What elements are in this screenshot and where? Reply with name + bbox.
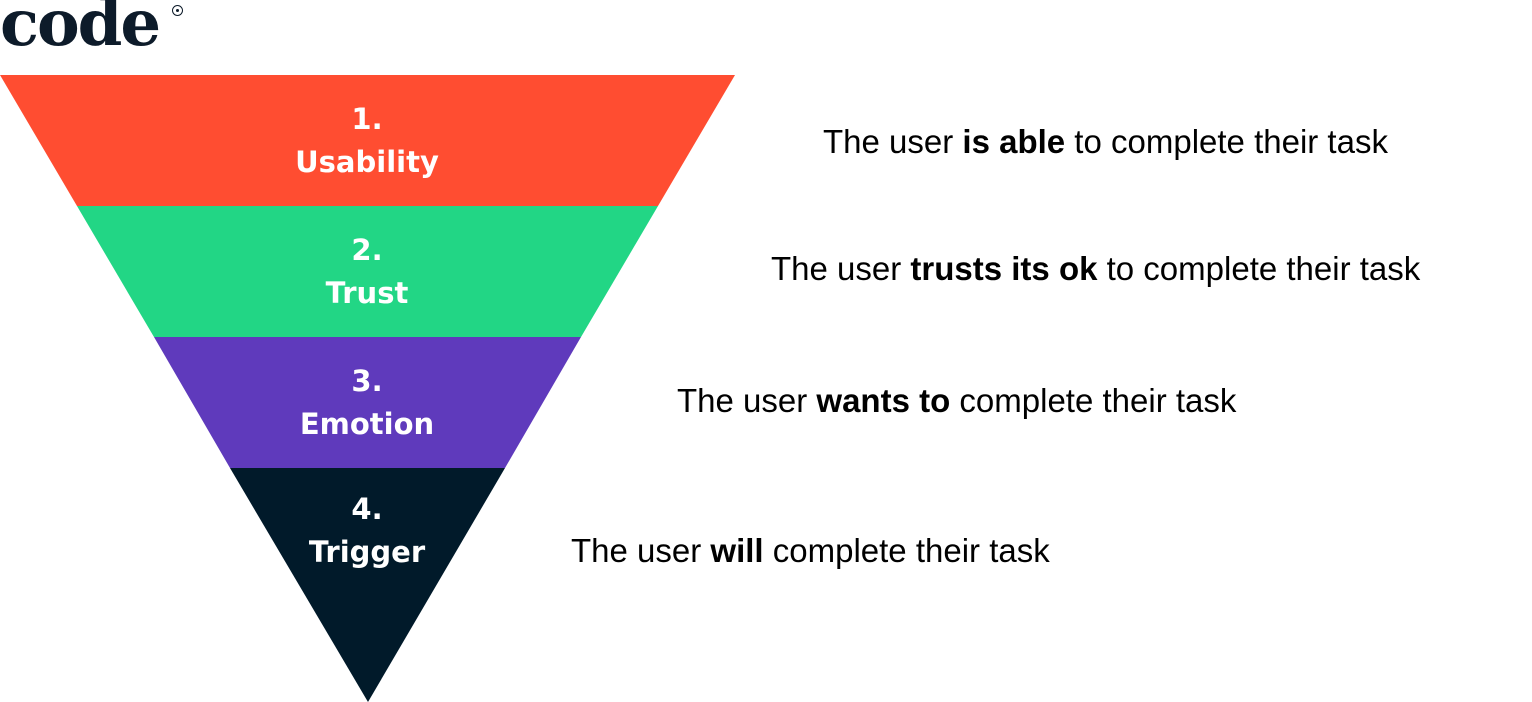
level-3-name: Emotion xyxy=(300,407,434,441)
level-2-number: 2. xyxy=(351,233,382,267)
funnel-layer-trust xyxy=(77,206,658,337)
description-suffix: to complete their task xyxy=(1097,250,1421,287)
level-2-description: The user trusts its ok to complete their… xyxy=(771,252,1420,285)
level-1-number: 1. xyxy=(351,102,382,136)
description-prefix: The user xyxy=(571,532,711,569)
level-3-number: 3. xyxy=(351,364,382,398)
logo-wordmark: code xyxy=(0,0,161,61)
description-emphasis: trusts its ok xyxy=(910,250,1098,287)
funnel-layer-usability xyxy=(0,75,735,206)
level-3-description: The user wants to complete their task xyxy=(677,384,1236,417)
level-4-description: The user will complete their task xyxy=(571,534,1050,567)
funnel-layer-emotion xyxy=(154,337,581,468)
level-1-name: Usability xyxy=(295,145,439,179)
logo-badge-icon xyxy=(172,5,183,16)
level-1-description: The user is able to complete their task xyxy=(823,125,1388,158)
description-prefix: The user xyxy=(823,123,963,160)
level-4-name: Trigger xyxy=(309,535,426,569)
level-2-name: Trust xyxy=(326,276,409,310)
description-suffix: to complete their task xyxy=(1065,123,1388,160)
description-suffix: complete their task xyxy=(950,382,1237,419)
description-suffix: complete their task xyxy=(763,532,1050,569)
brand-logo: code xyxy=(0,0,161,56)
description-prefix: The user xyxy=(677,382,817,419)
description-prefix: The user xyxy=(771,250,911,287)
funnel-layer-trigger xyxy=(230,468,505,702)
description-emphasis: wants to xyxy=(816,382,951,419)
level-4-number: 4. xyxy=(351,492,382,526)
description-emphasis: will xyxy=(710,532,764,569)
description-emphasis: is able xyxy=(962,123,1066,160)
